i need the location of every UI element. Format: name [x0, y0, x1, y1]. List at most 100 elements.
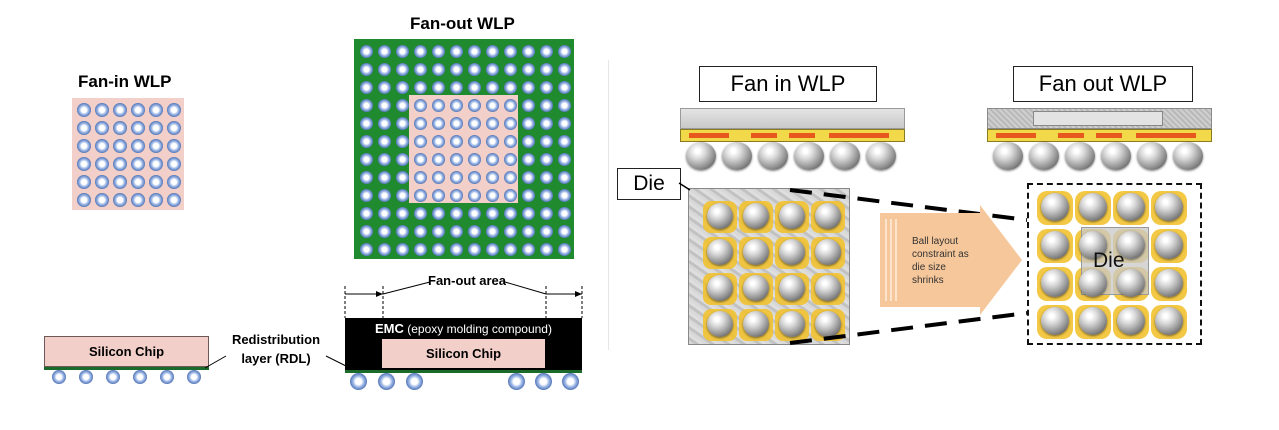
ball	[450, 81, 463, 94]
ball	[167, 103, 181, 117]
ball	[707, 311, 733, 337]
ball	[113, 175, 127, 189]
ball	[167, 121, 181, 135]
pad	[751, 133, 777, 138]
ball	[1041, 193, 1069, 221]
ball	[707, 239, 733, 265]
ball	[743, 239, 769, 265]
emc-label: EMC (epoxy molding compound)	[375, 321, 552, 336]
ball	[113, 139, 127, 153]
ball	[504, 99, 517, 112]
ball	[540, 171, 553, 184]
fan-out-top-view	[354, 39, 574, 259]
ball	[522, 99, 535, 112]
ball	[1079, 193, 1107, 221]
ball	[743, 275, 769, 301]
ball	[1117, 231, 1145, 259]
ball	[540, 117, 553, 130]
ball	[558, 243, 571, 256]
ball	[396, 225, 409, 238]
rdl-label-line2: layer (RDL)	[241, 351, 311, 366]
ball	[396, 99, 409, 112]
ball	[815, 203, 841, 229]
ball	[450, 189, 463, 202]
ball	[504, 63, 517, 76]
ball	[450, 225, 463, 238]
ball	[450, 243, 463, 256]
fan-out-package-mold	[987, 108, 1212, 129]
ball	[77, 175, 91, 189]
ball	[1155, 269, 1183, 297]
pad	[689, 133, 729, 138]
ball	[468, 63, 481, 76]
fan-in-chip: Silicon Chip	[44, 336, 209, 367]
ball	[396, 153, 409, 166]
ball	[558, 45, 571, 58]
pad	[996, 133, 1036, 138]
pad	[1096, 133, 1122, 138]
shrink-arrow	[880, 205, 1022, 315]
fan-out-package	[987, 108, 1212, 142]
ball	[414, 153, 427, 166]
ball	[779, 275, 805, 301]
ball	[1117, 193, 1145, 221]
ball	[95, 193, 109, 207]
ball	[167, 139, 181, 153]
ball	[540, 99, 553, 112]
ball	[396, 81, 409, 94]
fan-out-rdl	[345, 370, 582, 373]
ball	[1079, 231, 1107, 259]
ball	[360, 117, 373, 130]
ball	[522, 243, 535, 256]
ball	[450, 153, 463, 166]
ball	[468, 243, 481, 256]
ball	[378, 243, 391, 256]
ball	[522, 153, 535, 166]
ball	[522, 207, 535, 220]
ball	[504, 225, 517, 238]
ball	[522, 81, 535, 94]
ball	[522, 63, 535, 76]
ball	[522, 135, 535, 148]
ball	[562, 373, 579, 390]
ball	[540, 135, 553, 148]
ball	[414, 63, 427, 76]
ball	[79, 370, 93, 384]
fan-out-title: Fan-out WLP	[410, 14, 515, 33]
ball	[432, 153, 445, 166]
ball	[149, 121, 163, 135]
ball	[432, 117, 445, 130]
ball	[486, 63, 499, 76]
ball	[360, 189, 373, 202]
ball	[468, 99, 481, 112]
fan-in-package-rdl	[680, 129, 905, 142]
pad	[829, 133, 889, 138]
ball	[522, 171, 535, 184]
ball	[95, 139, 109, 153]
ball	[95, 175, 109, 189]
ball	[558, 81, 571, 94]
ball	[468, 189, 481, 202]
ball	[1137, 142, 1167, 170]
ball	[540, 207, 553, 220]
ball	[432, 135, 445, 148]
fan-in-wlp-label: Fan in WLP	[699, 66, 877, 102]
ball	[378, 135, 391, 148]
ball	[414, 225, 427, 238]
ball	[450, 45, 463, 58]
arrow-text-line-1: Ball layout	[912, 236, 959, 247]
fan-out-die-area	[409, 95, 518, 203]
ball	[149, 175, 163, 189]
ball	[360, 207, 373, 220]
ball	[131, 157, 145, 171]
ball	[522, 225, 535, 238]
ball	[486, 117, 499, 130]
ball	[149, 139, 163, 153]
ball	[414, 243, 427, 256]
ball	[468, 117, 481, 130]
fan-in-title: Fan-in WLP	[78, 72, 172, 91]
ball	[558, 189, 571, 202]
ball	[378, 373, 395, 390]
ball	[722, 142, 752, 170]
ball	[113, 157, 127, 171]
